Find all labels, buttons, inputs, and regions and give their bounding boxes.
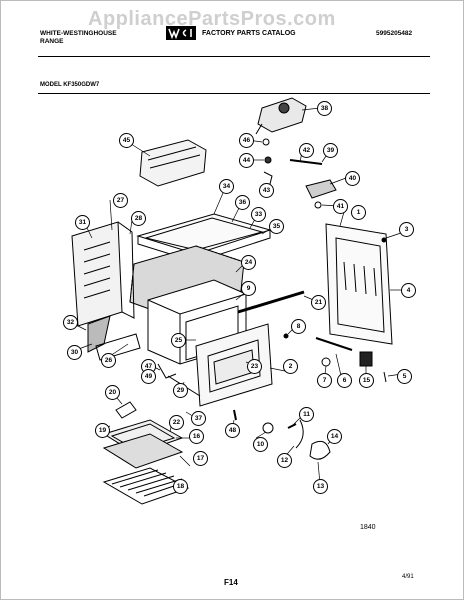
part-26 bbox=[95, 333, 141, 361]
callout-31: 31 bbox=[75, 215, 90, 230]
callout-32: 32 bbox=[63, 315, 78, 330]
callout-27: 27 bbox=[113, 193, 128, 208]
model-divider bbox=[38, 93, 430, 94]
callout-34: 34 bbox=[219, 179, 234, 194]
part-40 bbox=[305, 179, 337, 199]
callout-33: 33 bbox=[251, 207, 266, 222]
callout-17: 17 bbox=[193, 451, 208, 466]
callout-21: 21 bbox=[311, 295, 326, 310]
part-8 bbox=[283, 333, 289, 339]
part-trim-21 bbox=[237, 290, 305, 314]
part-10 bbox=[262, 422, 274, 434]
callout-15: 15 bbox=[359, 373, 374, 388]
callout-6: 6 bbox=[337, 373, 352, 388]
wci-logo-icon bbox=[166, 26, 196, 40]
callout-10: 10 bbox=[253, 437, 268, 452]
part-14 bbox=[309, 440, 331, 460]
callout-23: 23 bbox=[247, 359, 262, 374]
part-48 bbox=[233, 409, 237, 421]
callout-25: 25 bbox=[171, 333, 186, 348]
part-43 bbox=[263, 171, 273, 185]
part-insulation-top bbox=[139, 139, 207, 187]
callout-22: 22 bbox=[169, 415, 184, 430]
part-side-panel-left bbox=[71, 221, 135, 327]
part-thermostat bbox=[255, 97, 307, 135]
part-12 bbox=[295, 419, 304, 449]
part-5 bbox=[383, 371, 387, 383]
catalog-date: 4/91 bbox=[402, 574, 414, 580]
model-number: MODEL KF350GDW7 bbox=[40, 82, 100, 88]
brand-line-2: RANGE bbox=[40, 38, 64, 45]
callout-13: 13 bbox=[313, 479, 328, 494]
callout-36: 36 bbox=[235, 195, 250, 210]
part-3 bbox=[381, 237, 387, 243]
brand-line-1: WHITE-WESTINGHOUSE bbox=[40, 30, 117, 37]
part-49 bbox=[157, 363, 177, 379]
part-15 bbox=[359, 351, 373, 367]
part-46 bbox=[262, 138, 270, 146]
callout-40: 40 bbox=[345, 171, 360, 186]
callout-29: 29 bbox=[173, 383, 188, 398]
callout-12: 12 bbox=[277, 453, 292, 468]
callout-20: 20 bbox=[105, 385, 120, 400]
callout-2: 2 bbox=[283, 359, 298, 374]
callout-42: 42 bbox=[299, 143, 314, 158]
callout-19: 19 bbox=[95, 423, 110, 438]
callout-48: 48 bbox=[225, 423, 240, 438]
callout-26: 26 bbox=[101, 353, 116, 368]
page-code: F14 bbox=[224, 578, 238, 587]
callout-46: 46 bbox=[239, 133, 254, 148]
callout-43: 43 bbox=[259, 183, 274, 198]
callout-24: 24 bbox=[241, 255, 256, 270]
callout-37: 37 bbox=[191, 411, 206, 426]
callout-39: 39 bbox=[323, 143, 338, 158]
part-6 bbox=[315, 337, 353, 351]
callout-8: 8 bbox=[291, 319, 306, 334]
callout-28: 28 bbox=[131, 211, 146, 226]
callout-30: 30 bbox=[67, 345, 82, 360]
callout-14: 14 bbox=[327, 429, 342, 444]
part-oven-rack bbox=[102, 467, 190, 505]
callout-41: 41 bbox=[333, 199, 348, 214]
part-42 bbox=[289, 159, 323, 165]
callout-7: 7 bbox=[317, 373, 332, 388]
callout-5: 5 bbox=[397, 369, 412, 384]
part-44 bbox=[264, 156, 272, 164]
drawing-number: 1840 bbox=[360, 524, 376, 531]
callout-16: 16 bbox=[189, 429, 204, 444]
callout-49: 49 bbox=[141, 369, 156, 384]
watermark: AppliancePartsPros.com bbox=[88, 8, 336, 30]
part-7 bbox=[321, 357, 331, 367]
callout-38: 38 bbox=[317, 101, 332, 116]
part-41 bbox=[314, 201, 322, 209]
callout-18: 18 bbox=[173, 479, 188, 494]
callout-1: 1 bbox=[351, 205, 366, 220]
part-back-panel bbox=[325, 223, 393, 345]
part-20 bbox=[115, 401, 137, 419]
callout-45: 45 bbox=[119, 133, 134, 148]
callout-3: 3 bbox=[399, 222, 414, 237]
callout-35: 35 bbox=[269, 219, 284, 234]
callout-4: 4 bbox=[401, 283, 416, 298]
catalog-title: FACTORY PARTS CATALOG bbox=[202, 30, 296, 37]
header-divider bbox=[38, 56, 430, 57]
callout-44: 44 bbox=[239, 153, 254, 168]
callout-11: 11 bbox=[299, 407, 314, 422]
catalog-number: 5995205482 bbox=[376, 30, 413, 37]
callout-9: 9 bbox=[241, 281, 256, 296]
